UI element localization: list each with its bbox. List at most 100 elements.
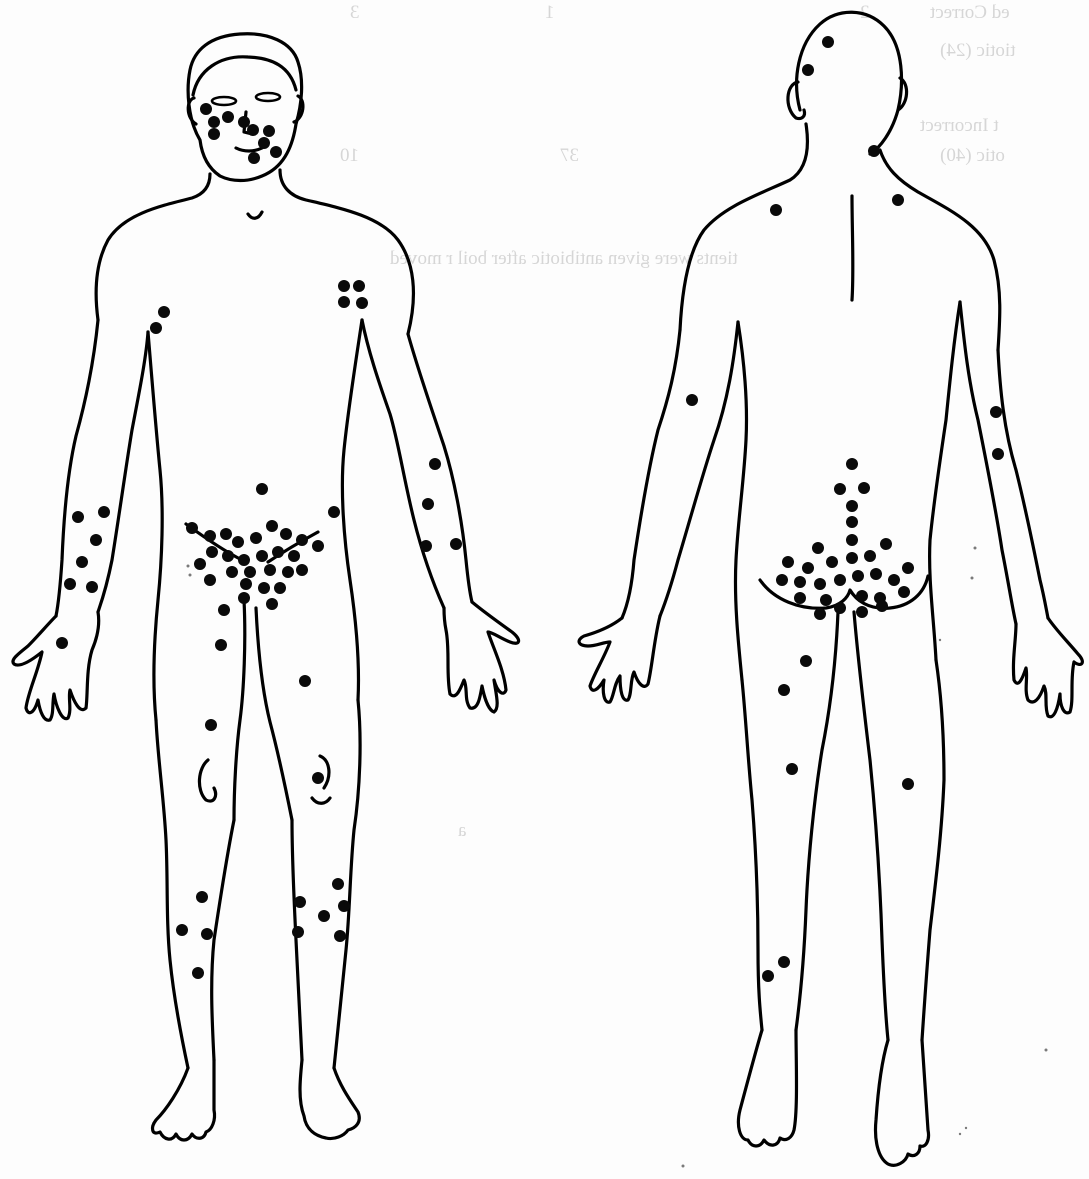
lesion-dot — [834, 602, 846, 614]
front-left-arm-inner — [98, 332, 148, 612]
lesion-dot — [206, 546, 218, 558]
lesion-dot — [800, 655, 812, 667]
lesion-dot — [778, 956, 790, 968]
lesion-dot — [802, 64, 814, 76]
lesion-dot — [429, 458, 441, 470]
back-torso-left — [735, 322, 746, 680]
lesion-dot — [814, 608, 826, 620]
front-right-neck-shoulder — [280, 170, 413, 334]
front-right-eye — [256, 93, 280, 101]
lesion-dot — [770, 204, 782, 216]
lesion-dot — [292, 926, 304, 938]
lesion-dot — [64, 578, 76, 590]
lesion-dot — [86, 581, 98, 593]
front-left-hand — [13, 612, 99, 720]
front-hair-line — [193, 57, 296, 95]
back-head-outline — [797, 12, 902, 154]
lesion-dot — [856, 606, 868, 618]
lesion-dot — [876, 600, 888, 612]
lesion-dot — [782, 556, 794, 568]
lesion-dot — [312, 772, 324, 784]
lesion-dot — [776, 574, 788, 586]
lesion-dot — [222, 550, 234, 562]
lesion-dot — [201, 928, 213, 940]
lesion-dot — [244, 566, 256, 578]
lesion-dot — [846, 500, 858, 512]
back-left-arm-inner — [660, 322, 738, 616]
front-right-leg-lower-inner — [292, 820, 302, 1060]
lesion-dot — [338, 296, 350, 308]
lesion-dot — [194, 558, 206, 570]
scan-speck — [959, 1133, 961, 1135]
lesion-dot — [318, 910, 330, 922]
lesion-dot — [282, 566, 294, 578]
back-left-hand — [579, 616, 660, 702]
lesion-dot — [356, 297, 368, 309]
front-left-eye — [212, 97, 236, 105]
lesion-dot — [846, 552, 858, 564]
front-left-knee — [199, 760, 215, 801]
lesion-dot — [56, 637, 68, 649]
scan-speck — [971, 577, 974, 580]
lesion-dot — [834, 574, 846, 586]
scan-specks — [187, 547, 1048, 1168]
lesion-dot — [880, 538, 892, 550]
front-left-neck-shoulder — [96, 174, 210, 320]
back-right-neck-shoulder — [880, 150, 1000, 350]
lesion-dot — [353, 280, 365, 292]
scan-speck — [682, 1165, 685, 1168]
lesion-dot — [208, 128, 220, 140]
back-right-arm-outer — [998, 350, 1048, 618]
front-left-leg-lower-inner — [212, 820, 234, 1060]
front-right-leg-inner — [256, 608, 292, 820]
scan-speck — [965, 1127, 967, 1129]
lesion-dot — [822, 36, 834, 48]
lesion-dot — [814, 578, 826, 590]
lesion-dot — [312, 540, 324, 552]
lesion-dot — [232, 536, 244, 548]
lesion-dot — [852, 570, 864, 582]
lesion-dot — [990, 406, 1002, 418]
lesion-dot — [266, 520, 278, 532]
lesions-anterior — [56, 103, 462, 979]
lesion-dot — [834, 483, 846, 495]
lesion-dot — [238, 554, 250, 566]
lesion-dot — [888, 574, 900, 586]
scan-speck — [189, 574, 192, 577]
back-left-leg-inner — [796, 612, 838, 1030]
lesion-dot — [220, 528, 232, 540]
scan-speck — [974, 547, 977, 550]
lesion-dot — [846, 458, 858, 470]
lesion-dot — [200, 103, 212, 115]
front-left-foot — [153, 1060, 215, 1140]
lesion-dot — [288, 550, 300, 562]
lesion-dot — [72, 511, 84, 523]
front-torso-right — [342, 320, 362, 700]
back-right-arm-inner — [960, 302, 1016, 624]
front-left-arm-outer — [56, 320, 98, 616]
back-right-foot — [876, 1040, 929, 1165]
lesion-dot — [299, 675, 311, 687]
lesion-dot — [256, 550, 268, 562]
lesion-dot — [856, 590, 868, 602]
lesion-dot — [264, 564, 276, 576]
back-right-hand — [1013, 618, 1082, 717]
lesion-dot — [992, 448, 1004, 460]
lesion-dot — [226, 566, 238, 578]
lesion-dot — [208, 116, 220, 128]
lesion-dot — [422, 498, 434, 510]
lesion-dot — [902, 778, 914, 790]
front-torso-left — [148, 332, 162, 720]
lesion-dot — [205, 719, 217, 731]
lesion-dot — [256, 483, 268, 495]
lesion-dot — [338, 280, 350, 292]
lesion-dot — [98, 506, 110, 518]
lesion-dot — [158, 306, 170, 318]
lesion-dot — [898, 586, 910, 598]
front-right-hand — [444, 602, 519, 712]
lesion-dot — [450, 538, 462, 550]
lesion-dot — [294, 896, 306, 908]
back-left-arm-outer — [622, 330, 680, 618]
lesion-dot — [338, 900, 350, 912]
